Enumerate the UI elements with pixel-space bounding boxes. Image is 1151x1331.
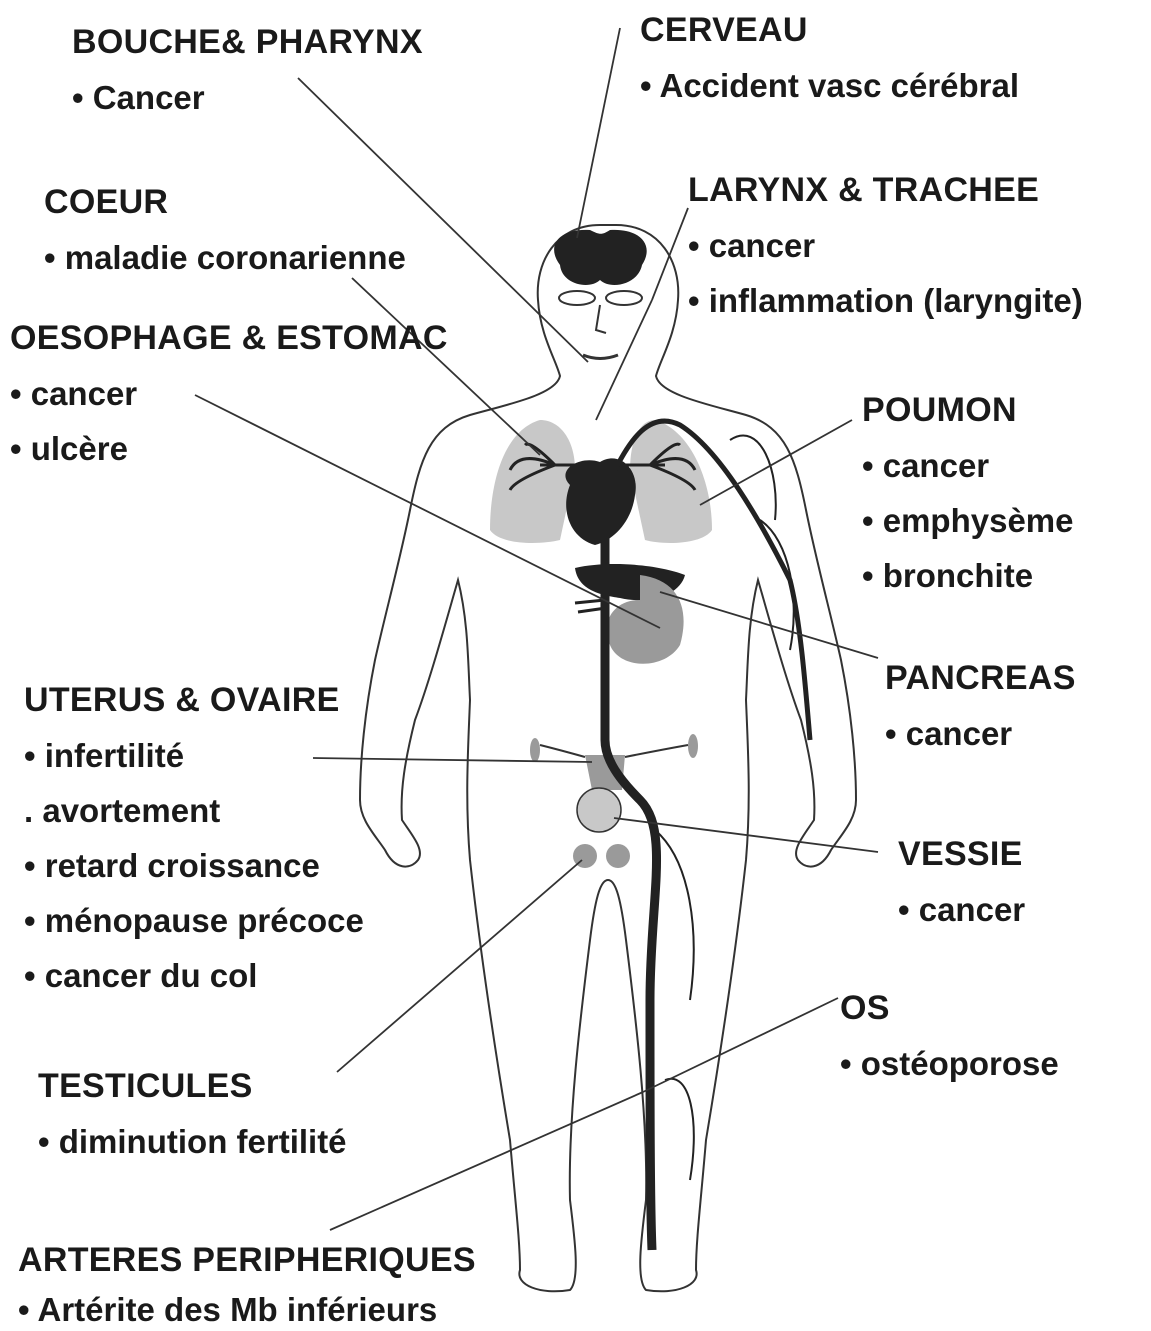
label-coeur-title: COEUR (44, 182, 406, 222)
label-oesophage: OESOPHAGE & ESTOMAC • cancer • ulcère (10, 318, 448, 469)
label-uterus-item-3: • retard croissance (24, 846, 364, 886)
label-bouche-item: • Cancer (72, 78, 423, 118)
label-larynx: LARYNX & TRACHEE • cancer • inflammation… (688, 170, 1083, 321)
label-bouche: BOUCHE& PHARYNX • Cancer (72, 22, 423, 118)
label-cerveau-title: CERVEAU (640, 10, 1019, 50)
label-arteres-item: • Artérite des Mb inférieurs (18, 1290, 476, 1330)
label-os: OS • ostéoporose (840, 988, 1059, 1084)
label-oesophage-title: OESOPHAGE & ESTOMAC (10, 318, 448, 358)
label-uterus-item-5: • cancer du col (24, 956, 364, 996)
label-larynx-item-1: • cancer (688, 226, 1083, 266)
label-oesophage-item-1: • cancer (10, 374, 448, 414)
label-bouche-title: BOUCHE& PHARYNX (72, 22, 423, 62)
bladder (577, 788, 621, 832)
label-uterus: UTERUS & OVAIRE • infertilité . avorteme… (24, 680, 364, 996)
label-oesophage-item-2: • ulcère (10, 429, 448, 469)
testicle-right (606, 844, 630, 868)
label-os-item: • ostéoporose (840, 1044, 1059, 1084)
label-uterus-item-1: • infertilité (24, 736, 364, 776)
ovary-left (530, 738, 540, 762)
ovary-right (688, 734, 698, 758)
label-poumon-item-2: • emphysème (862, 501, 1074, 541)
label-poumon: POUMON • cancer • emphysème • bronchite (862, 390, 1074, 596)
label-testicules: TESTICULES • diminution fertilité (38, 1066, 347, 1162)
label-vessie-item: • cancer (898, 890, 1025, 930)
label-uterus-title: UTERUS & OVAIRE (24, 680, 364, 720)
brain (554, 230, 647, 285)
label-uterus-item-2: . avortement (24, 791, 364, 831)
label-arteres: ARTERES PERIPHERIQUES • Artérite des Mb … (18, 1240, 476, 1330)
label-poumon-title: POUMON (862, 390, 1074, 430)
label-larynx-item-2: • inflammation (laryngite) (688, 281, 1083, 321)
label-cerveau-item: • Accident vasc cérébral (640, 66, 1019, 106)
label-uterus-item-4: • ménopause précoce (24, 901, 364, 941)
label-poumon-item-3: • bronchite (862, 556, 1074, 596)
leader-cerveau (577, 28, 620, 238)
label-testicules-title: TESTICULES (38, 1066, 347, 1106)
label-pancreas-title: PANCREAS (885, 658, 1076, 698)
label-arteres-title: ARTERES PERIPHERIQUES (18, 1240, 476, 1280)
label-vessie-title: VESSIE (898, 834, 1025, 874)
label-poumon-item-1: • cancer (862, 446, 1074, 486)
label-pancreas: PANCREAS • cancer (885, 658, 1076, 754)
label-cerveau: CERVEAU • Accident vasc cérébral (640, 10, 1019, 106)
label-testicules-item: • diminution fertilité (38, 1122, 347, 1162)
label-os-title: OS (840, 988, 1059, 1028)
leader-arteres (330, 1092, 643, 1230)
label-coeur-item: • maladie coronarienne (44, 238, 406, 278)
label-larynx-title: LARYNX & TRACHEE (688, 170, 1083, 210)
label-coeur: COEUR • maladie coronarienne (44, 182, 406, 278)
label-pancreas-item: • cancer (885, 714, 1076, 754)
label-vessie: VESSIE • cancer (898, 834, 1025, 930)
